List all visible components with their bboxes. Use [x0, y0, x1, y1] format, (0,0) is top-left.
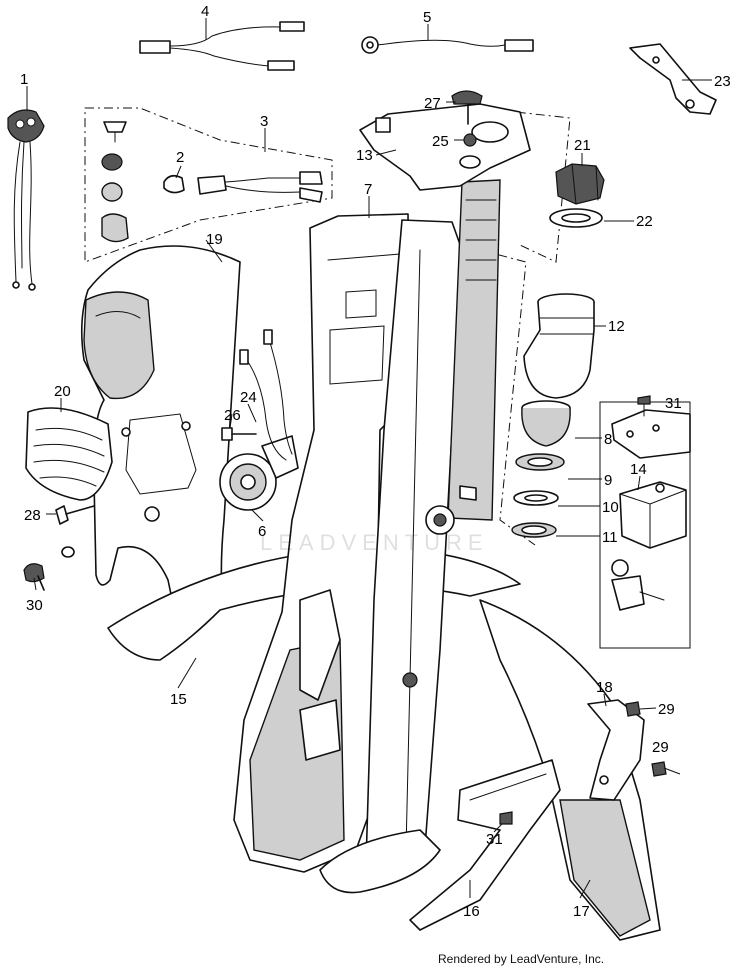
callout-labels: 1 2 3 4 5 6 7 8 9 10 11 12 13 14 15 16 1…: [20, 3, 731, 920]
horn-part-6: [219, 435, 299, 511]
callout-22: 22: [636, 213, 653, 230]
race-part-12: [523, 293, 595, 399]
nut-part-25: [463, 133, 477, 147]
callout-29-upper: 29: [658, 701, 675, 718]
screw-part-31-inset: [637, 395, 651, 417]
callout-24: 24: [240, 389, 257, 406]
bolt-part-29-upper: [625, 701, 641, 717]
callout-15: 15: [170, 691, 187, 708]
callout-2: 2: [176, 149, 184, 166]
callout-25: 25: [432, 133, 449, 150]
callout-26: 26: [224, 407, 241, 424]
stay-part-16: [409, 759, 561, 931]
steering-tube: [365, 179, 501, 865]
bracket-part-23: [629, 43, 717, 115]
callout-28: 28: [24, 507, 41, 524]
washer-part-22: [549, 208, 603, 228]
callout-30: 30: [26, 597, 43, 614]
bolt-part-29-lower: [651, 761, 667, 777]
wire-part-5: [361, 36, 534, 54]
callout-17: 17: [573, 903, 590, 920]
plate-part-13: [359, 103, 531, 191]
callout-3: 3: [260, 113, 268, 130]
bulb-and-socket-part-2: [163, 171, 323, 203]
callout-14: 14: [630, 461, 647, 478]
screw-part-30: [23, 546, 75, 591]
callout-18: 18: [596, 679, 613, 696]
callout-12: 12: [608, 318, 625, 335]
nut-part-21: [555, 163, 605, 205]
watermark: LEADVENTURE: [260, 530, 489, 555]
group-outline-part-14: [599, 401, 691, 649]
callout-31-upper: 31: [665, 395, 682, 412]
race-part-10: [513, 490, 559, 506]
screw-part-31-lower: [499, 811, 513, 825]
callout-10: 10: [602, 499, 619, 516]
rear-fender-part-17: [479, 599, 661, 941]
connector-part-1: [7, 109, 45, 291]
lens-part-20: [25, 407, 113, 501]
washer-part-11: [511, 522, 557, 538]
bracket-plate-inset: [611, 409, 691, 459]
callout-31-lower: 31: [486, 831, 503, 848]
callout-9: 9: [604, 472, 612, 489]
callout-19: 19: [206, 231, 223, 248]
callout-8: 8: [604, 431, 612, 448]
leader-lines: [26, 18, 712, 899]
callout-7: 7: [364, 181, 372, 198]
bolt-part-26: [221, 427, 257, 441]
bolt-part-27: [451, 90, 483, 125]
group-outline-part-3: [84, 107, 333, 263]
rendered-by-credit: Rendered by LeadVenture, Inc.: [438, 952, 605, 966]
grommet-set-part-3: [101, 121, 129, 243]
callout-6: 6: [258, 523, 266, 540]
harness-part-4: [139, 21, 305, 71]
screw-part-28: [55, 505, 95, 525]
callout-21: 21: [574, 137, 591, 154]
callout-5: 5: [423, 9, 431, 26]
callout-13: 13: [356, 147, 373, 164]
cone-part-8: [521, 400, 571, 447]
callout-20: 20: [54, 383, 71, 400]
lock-part-14: [611, 481, 687, 611]
callout-4: 4: [201, 3, 209, 20]
callout-16: 16: [463, 903, 480, 920]
wire-lead-part-24: [239, 329, 293, 461]
callout-29-lower: 29: [652, 739, 669, 756]
callout-27: 27: [424, 95, 441, 112]
fender-bottom-piece: [319, 829, 441, 894]
headlight-housing-part-19: [80, 245, 241, 620]
bearing-part-9: [515, 453, 565, 471]
callout-11: 11: [602, 529, 618, 546]
callout-23: 23: [714, 73, 731, 90]
callout-1: 1: [20, 71, 28, 88]
